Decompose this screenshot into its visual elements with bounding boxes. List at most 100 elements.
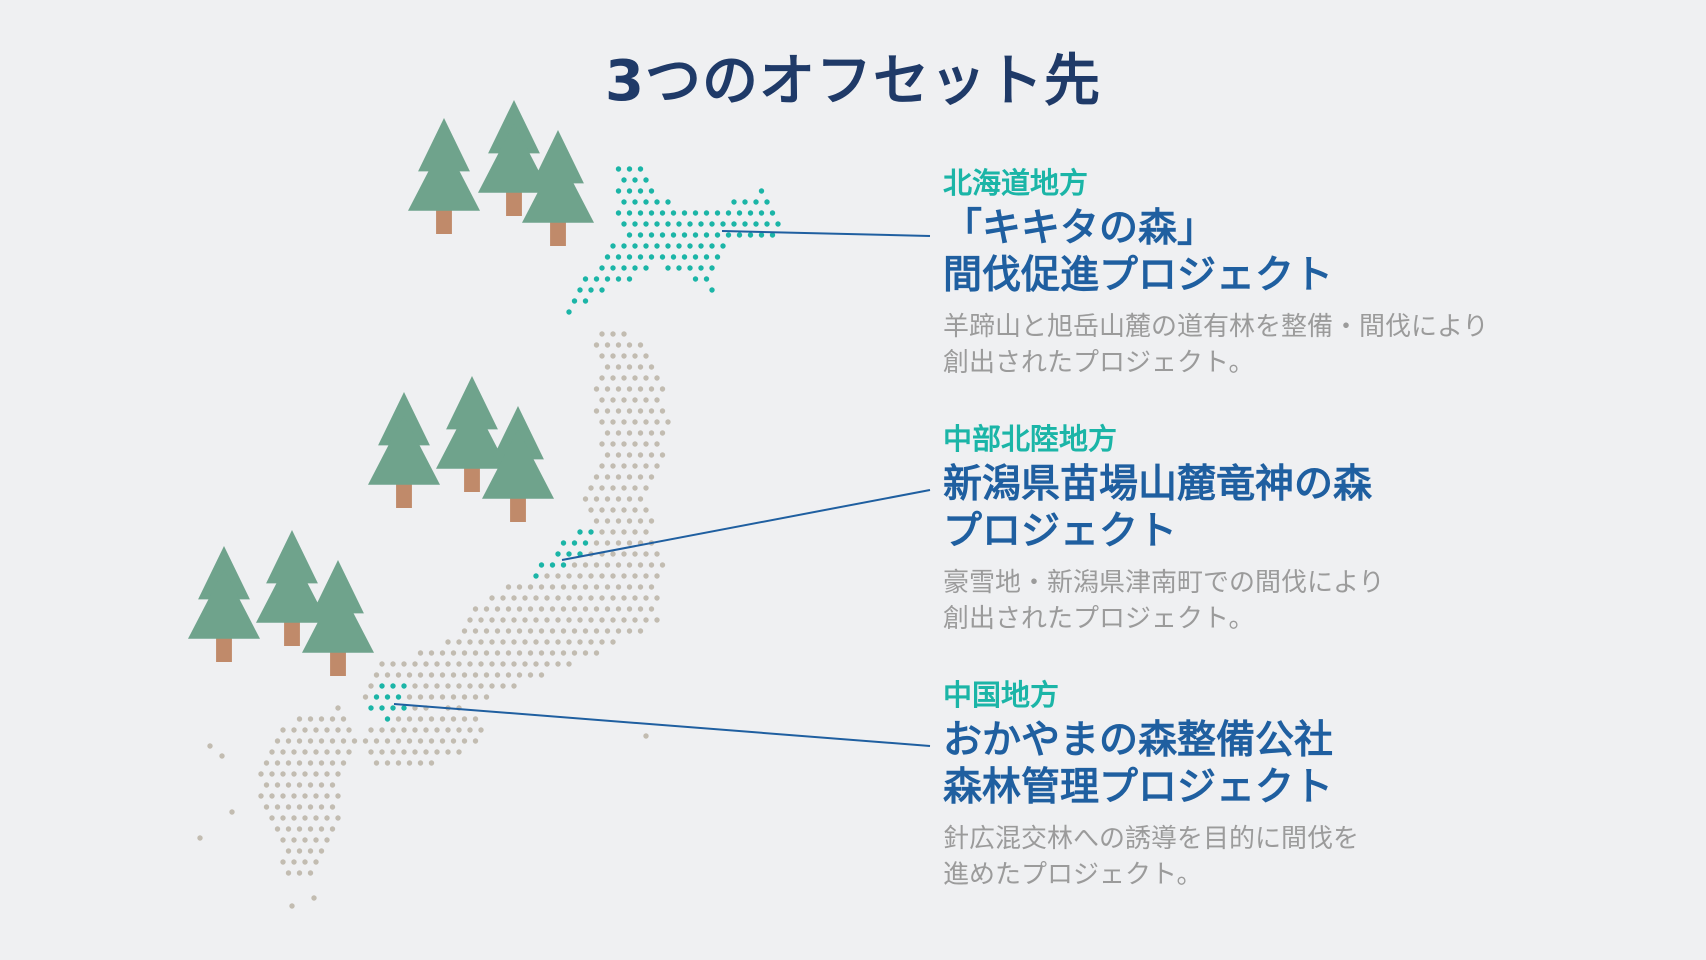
map-dot [280,815,286,821]
highlight-dot [560,540,567,546]
highlight-dot [626,276,633,282]
map-dot [637,584,644,590]
map-dot [500,683,506,689]
map-dot [302,815,308,821]
offset-chubu-hokuriku: 中部北陸地方 新潟県苗場山麓竜神の森 プロジェクト 豪雪地・新潟県津南町での間伐… [943,422,1384,637]
highlight-dot [621,177,627,183]
map-dot [489,639,495,645]
map-dot [379,727,385,733]
map-dot [461,716,468,722]
map-dot [445,683,451,689]
description-line: 創出されたプロジェクト。 [943,347,1255,378]
map-dot [461,672,468,678]
map-dot [307,848,314,854]
map-dot [648,562,655,568]
map-dot [637,408,644,414]
map-dot [324,837,330,843]
map-dot [324,727,330,733]
map-dot [258,793,264,799]
highlight-dot [604,276,611,282]
highlight-dot [709,243,715,249]
map-dot [632,441,638,447]
map-dot [285,738,292,744]
map-dot [346,727,352,733]
highlight-dot [610,243,616,249]
map-dot [335,771,341,777]
map-dot [621,375,627,381]
map-dot [329,716,336,722]
highlight-dot [720,221,726,227]
map-dot [291,727,297,733]
map-dot [632,551,638,557]
map-dot [428,694,435,700]
project-name: 「キキタの森」 間伐促進プロジェクト [943,205,1488,299]
map-dot [478,683,484,689]
page-title: 3つのオフセット先 [605,49,1101,114]
map-dot [533,617,539,623]
highlight-dot [731,221,737,227]
map-dot [450,672,457,678]
map-dot [626,562,633,568]
map-dot [615,452,622,458]
map-dot [511,595,517,601]
map-dot [291,837,297,843]
map-dot [577,595,583,601]
map-dot [593,342,600,348]
map-dot [417,716,424,722]
map-dot [643,419,649,425]
map-dot [665,419,671,425]
highlight-dot [643,177,649,183]
map-dot [483,628,490,634]
map-dot [390,749,396,755]
map-dot [505,584,512,590]
map-dot [621,353,627,359]
map-dot [296,782,303,788]
map-dot [483,694,490,700]
map-dot [311,895,317,901]
map-dot [626,496,633,502]
highlight-dot [621,243,627,249]
map-dot [472,628,479,634]
map-dot [610,507,616,513]
highlight-dot [373,694,380,700]
map-dot [401,749,407,755]
highlight-dot [769,232,776,238]
map-dot [544,595,550,601]
map-dot [637,430,644,436]
map-dot [291,749,297,755]
map-dot [588,507,594,513]
map-dot [571,562,578,568]
map-dot [604,364,611,370]
map-dot [615,562,622,568]
map-dot [461,738,468,744]
japan-dot-map [197,331,671,909]
map-dot [615,584,622,590]
map-dot [626,408,633,414]
map-dot [643,441,649,447]
map-dot [582,650,589,656]
map-dot [593,408,600,414]
map-dot [632,353,638,359]
highlight-dot [753,221,759,227]
highlight-dot [571,298,578,304]
map-dot [632,595,638,601]
map-dot [274,782,281,788]
map-dot [291,815,297,821]
map-dot [604,518,611,524]
highlight-dot [599,265,605,271]
map-dot [274,760,281,766]
map-dot [406,672,413,678]
map-dot [439,716,446,722]
map-dot [560,606,567,612]
map-dot [538,672,545,678]
map-dot [291,859,297,865]
map-dot [593,496,600,502]
map-dot [604,342,611,348]
map-dot [626,342,633,348]
highlight-dot [648,232,655,238]
map-dot [648,452,655,458]
leader-lines [393,230,931,747]
map-dot [296,738,303,744]
highlight-dot [621,199,627,205]
map-dot [648,518,655,524]
